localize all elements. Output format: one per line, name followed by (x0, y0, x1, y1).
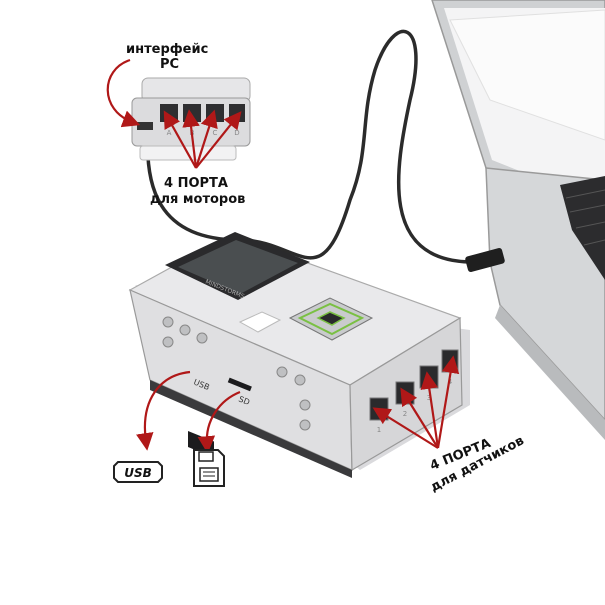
sensor-port-1[interactable] (369, 397, 389, 421)
usb-cable (145, 29, 471, 264)
sd-card-icon-label (199, 467, 219, 482)
brick-dark-band (150, 380, 352, 478)
sensor-ports-arrows (372, 355, 460, 449)
pc-interface-label-line1: интерфейс (126, 42, 209, 57)
sensor-port-2[interactable] (395, 381, 415, 405)
brick-control-pad (288, 297, 374, 341)
sd-card-icon (193, 449, 225, 487)
laptop-keyboard (560, 176, 605, 280)
sd-card-icon-shutter (198, 451, 214, 462)
brick-back-button[interactable] (238, 311, 282, 333)
sd-slot-label: SD (237, 395, 251, 408)
usb-icon-text: USB (124, 466, 152, 480)
motor-ports-label-line1: 4 ПОРТА (164, 176, 228, 191)
motor-port-letter-c: C (213, 129, 218, 137)
pc-interface-arrow (106, 58, 141, 128)
brick-screen (178, 240, 298, 294)
usb-icon: USB (113, 461, 163, 483)
peg-hole (299, 419, 311, 431)
motor-port-letter-a: A (167, 129, 172, 137)
sensor-port-number-2: 2 (403, 410, 407, 418)
pad-accent (297, 302, 365, 336)
peg-hole (196, 332, 208, 344)
motor-ports-label-line2: для моторов (150, 192, 246, 207)
pc-interface-label-line2: PC (160, 57, 180, 72)
sensor-port-4[interactable] (441, 349, 459, 373)
usb-arrow (136, 370, 191, 451)
motor-port-b[interactable] (183, 104, 201, 122)
usb-plug (465, 248, 505, 272)
sd-arrow (197, 390, 241, 454)
usb-icon-shape (113, 461, 163, 483)
peg-hole (162, 336, 174, 348)
laptop-side-shadow (495, 305, 605, 440)
peg-hole (179, 324, 191, 336)
pad-center-button[interactable] (316, 311, 346, 326)
motor-port-c[interactable] (206, 104, 224, 122)
motor-port-letter-d: D (234, 129, 239, 137)
peg-hole (299, 399, 311, 411)
peg-hole (162, 316, 174, 328)
motor-ports-arrows (163, 109, 242, 169)
laptop-keys (565, 189, 605, 246)
sd-slot[interactable] (227, 377, 252, 392)
ev3-brick: MINDSTORMS USB SD 1 2 3 4 (128, 232, 470, 478)
sensor-port-number-3: 3 (427, 394, 431, 402)
peg-hole (276, 366, 288, 378)
laptop-screen-panel (449, 9, 605, 141)
motor-port-d[interactable] (229, 104, 245, 122)
sensor-port-number-1: 1 (377, 426, 381, 434)
pc-port[interactable] (137, 122, 153, 130)
sensor-port-number-4: 4 (448, 378, 453, 386)
laptop (431, 0, 605, 440)
peg-hole (294, 374, 306, 386)
